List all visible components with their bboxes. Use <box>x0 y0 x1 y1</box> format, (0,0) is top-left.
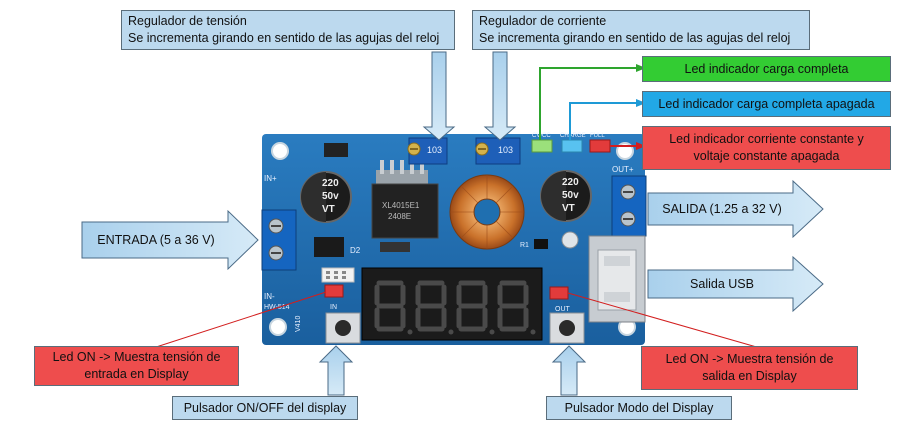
label-led-on-entrada: Led ON -> Muestra tensión de entrada en … <box>34 346 239 386</box>
label-salida: SALIDA (1.25 a 32 V) <box>652 201 792 217</box>
led-on-entrada-line2: entrada en Display <box>84 367 189 381</box>
line-led-out <box>567 292 761 349</box>
arrow-salida <box>647 179 824 239</box>
regulador-corriente-title: Regulador de corriente <box>479 14 607 28</box>
led-carga-completa-text: Led indicador carga completa <box>684 61 849 76</box>
header-pins <box>321 267 355 283</box>
led-carga-apagada-text: Led indicador carga completa apagada <box>658 96 875 111</box>
regulator-chip: XL4015E1 2408E <box>371 160 439 239</box>
label-led-on-salida: Led ON -> Muestra tensión de salida en D… <box>641 346 858 390</box>
potentiometer-current: 103 <box>475 137 521 165</box>
cap-right-text-2: 50v <box>562 190 579 201</box>
r1-label: R1 <box>520 242 529 249</box>
label-salida-usb: Salida USB <box>652 276 792 292</box>
potentiometer-voltage: 103 <box>407 137 448 165</box>
r1-resistor <box>534 239 548 249</box>
label-regulador-corriente: Regulador de corriente Se incrementa gir… <box>472 10 810 50</box>
led-connector-lines <box>149 64 761 350</box>
label-led-carga-apagada: Led indicador carga completa apagada <box>642 91 891 117</box>
button-onoff <box>325 312 361 344</box>
chip-text-2: 2408E <box>388 212 411 221</box>
led-on-entrada-line1: Led ON -> Muestra tensión de <box>52 350 221 364</box>
regulador-tension-title: Regulador de tensión <box>128 14 247 28</box>
capacitor-left: 220 50v VT <box>300 171 352 223</box>
pcb-in-minus: IN- <box>264 292 275 301</box>
diode-d2: D2 <box>314 237 361 257</box>
cap-right-text-3: VT <box>562 203 575 214</box>
label-entrada: ENTRADA (5 a 36 V) <box>88 232 224 248</box>
led-on-salida-line2: salida en Display <box>702 369 797 383</box>
line-led-in <box>149 291 327 350</box>
pot-voltage-code: 103 <box>427 145 442 155</box>
pot-current-code: 103 <box>498 145 513 155</box>
arrow-usb <box>647 255 824 313</box>
status-leds <box>531 139 611 153</box>
line-green <box>539 67 636 140</box>
led-in <box>324 284 344 298</box>
toroid-inductor <box>449 174 525 250</box>
pcb-out-label: OUT <box>555 306 571 313</box>
capacitor-right: 220 50v VT <box>540 170 592 222</box>
small-chip-2 <box>380 242 410 252</box>
chip-text-1: XL4015E1 <box>382 201 420 210</box>
label-led-carga-completa: Led indicador carga completa <box>642 56 891 82</box>
seven-segment-display <box>361 267 543 341</box>
crystal <box>561 231 579 249</box>
arrow-up-mode <box>551 345 587 396</box>
label-pulsador-onoff: Pulsador ON/OFF del display <box>172 396 358 420</box>
led-on-salida-line1: Led ON -> Muestra tensión de <box>665 352 834 366</box>
led-label-full: FULL <box>590 133 605 139</box>
line-blue <box>569 102 636 140</box>
arrow-up-onoff <box>318 345 354 396</box>
entrada-text: ENTRADA (5 a 36 V) <box>97 233 215 247</box>
vertical-arrows <box>318 51 587 396</box>
button-mode <box>549 312 585 344</box>
pcb-in-label: IN <box>330 304 337 311</box>
pulsador-onoff-text: Pulsador ON/OFF del display <box>183 400 347 415</box>
usb-connector <box>588 235 646 323</box>
label-led-corriente-constante: Led indicador corriente constante y volt… <box>642 126 891 170</box>
small-chip-1 <box>324 143 348 157</box>
salida-usb-text: Salida USB <box>690 277 754 291</box>
output-terminal <box>611 175 647 237</box>
regulador-tension-desc: Se incrementa girando en sentido de las … <box>128 31 440 45</box>
arrows <box>81 179 824 313</box>
cap-left-text-3: VT <box>322 204 335 215</box>
arrow-entrada <box>81 209 259 271</box>
pcb-out-plus: OUT+ <box>612 165 634 174</box>
d2-label: D2 <box>350 246 361 255</box>
led-out <box>549 286 569 300</box>
input-terminal <box>261 209 297 271</box>
led-label-charge: CHARGE <box>560 133 586 139</box>
salida-text: SALIDA (1.25 a 32 V) <box>662 202 782 216</box>
pulsador-modo-text: Pulsador Modo del Display <box>564 400 714 415</box>
led-cc-line1: Led indicador corriente constante y <box>669 132 864 146</box>
led-label-cvcc: CV/CC <box>532 133 551 139</box>
cap-left-text-2: 50v <box>322 191 339 202</box>
arrow-down-tension <box>422 51 456 141</box>
led-cc-line2: voltaje constante apagada <box>693 149 840 163</box>
cap-right-text-1: 220 <box>562 177 579 188</box>
pcb-model: V410 <box>295 316 302 332</box>
label-regulador-tension: Regulador de tensión Se incrementa giran… <box>121 10 455 50</box>
pcb-in-plus: IN+ <box>264 174 277 183</box>
regulador-corriente-desc: Se incrementa girando en sentido de las … <box>479 31 791 45</box>
cap-left-text-1: 220 <box>322 178 339 189</box>
label-pulsador-modo: Pulsador Modo del Display <box>546 396 732 420</box>
arrow-down-corriente <box>483 51 517 141</box>
